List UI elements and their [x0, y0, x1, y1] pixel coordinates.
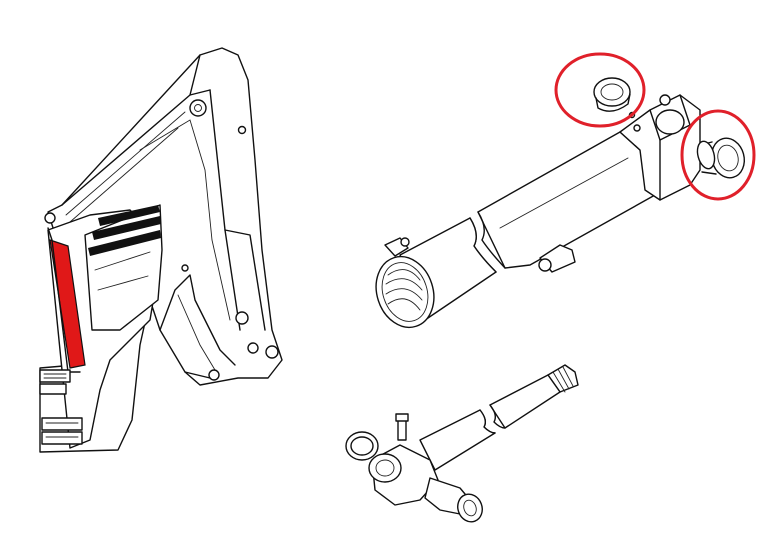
hydraulic-cylinder-view [375, 52, 756, 329]
pin-circle [44, 212, 56, 224]
boom-cylinder-guard [49, 239, 86, 369]
bushing-top [593, 77, 631, 112]
excavator-arm-view [39, 47, 283, 453]
bushing-right [696, 137, 745, 179]
callout-circle-top [554, 52, 646, 128]
piston-rod-view [345, 364, 579, 523]
callout-circle-right [680, 109, 756, 201]
